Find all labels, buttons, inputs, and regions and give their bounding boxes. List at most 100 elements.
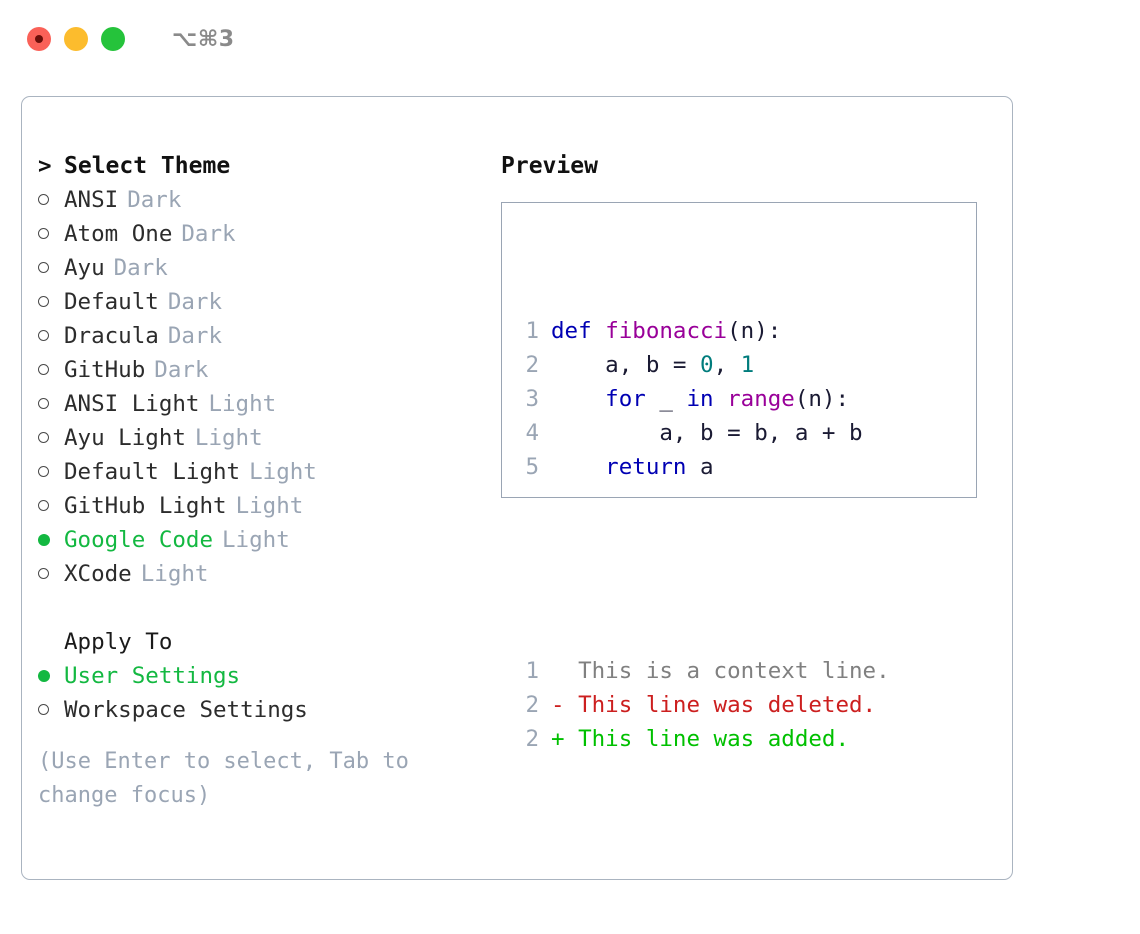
option-marker: [38, 217, 64, 251]
code-token: (n):: [727, 318, 782, 344]
code-token: This is a context line.: [551, 658, 890, 684]
option-marker: [38, 557, 64, 591]
code-token: a, b =: [551, 352, 701, 378]
selected-bullet-icon: [38, 669, 50, 682]
code-token: 0: [700, 352, 714, 378]
apply-to-header: Apply To: [38, 625, 488, 659]
code-token: - This line was deleted.: [551, 692, 877, 718]
theme-option-9[interactable]: GitHub Light Light: [38, 489, 488, 523]
keyboard-hint: (Use Enter to select, Tab to change focu…: [38, 749, 409, 808]
apply-to-option-1[interactable]: Workspace Settings: [38, 693, 488, 727]
theme-variant-tag: Light: [235, 493, 304, 519]
prompt-caret-icon: >: [38, 153, 52, 179]
code-token: (n):: [794, 386, 850, 412]
unselected-bullet-icon: [38, 364, 49, 375]
option-marker: [38, 183, 64, 217]
list-spacer: [38, 591, 488, 625]
theme-option-8[interactable]: Default Light Light: [38, 455, 488, 489]
theme-variant-tag: Light: [208, 391, 277, 417]
title-bar: ⌥⌘3: [0, 0, 1140, 78]
line-number: 2: [525, 726, 539, 752]
unselected-bullet-icon: [38, 262, 49, 273]
theme-variant-tag: Light: [140, 561, 209, 587]
code-token: + This line was added.: [551, 726, 850, 752]
theme-variant-tag: Dark: [127, 187, 182, 213]
option-label: Google Code: [64, 527, 214, 553]
close-button[interactable]: [27, 27, 51, 51]
unselected-bullet-icon: [38, 398, 49, 409]
option-marker: [38, 251, 64, 285]
theme-variant-tag: Dark: [154, 357, 209, 383]
code-line-4: 5 return a: [517, 450, 890, 484]
option-marker: [38, 455, 64, 489]
diff-line-2: 2 + This line was added.: [517, 722, 890, 756]
theme-option-1[interactable]: Atom One Dark: [38, 217, 488, 251]
theme-variant-tag: Light: [222, 527, 290, 553]
apply-to-option-0[interactable]: User Settings: [38, 659, 488, 693]
option-marker: [38, 659, 64, 693]
theme-option-5[interactable]: GitHub Dark: [38, 353, 488, 387]
theme-variant-tag: Dark: [167, 289, 223, 315]
unselected-bullet-icon: [38, 296, 49, 307]
option-marker: [38, 353, 64, 387]
option-marker: [38, 489, 64, 523]
option-marker: [38, 421, 64, 455]
option-label: ANSI Light: [64, 391, 200, 417]
option-label: Default: [64, 289, 159, 315]
code-token: ,: [713, 352, 741, 378]
maximize-button[interactable]: [101, 27, 125, 51]
select-theme-header: > Select Theme: [38, 149, 488, 183]
preview-title: Preview: [501, 153, 598, 179]
option-label: Default Light: [64, 459, 241, 485]
code-token: a: [700, 454, 714, 480]
code-line-2: 3 for _ in range(n):: [517, 382, 890, 416]
theme-option-10[interactable]: Google Code Light: [38, 523, 488, 557]
code-token: for: [551, 386, 660, 412]
select-theme-title: Select Theme: [64, 153, 231, 179]
unselected-bullet-icon: [38, 432, 49, 443]
option-label: Atom One: [64, 221, 173, 247]
window-controls: [27, 27, 125, 51]
theme-option-3[interactable]: Default Dark: [38, 285, 488, 319]
unselected-bullet-icon: [38, 704, 49, 715]
code-line-1: 2 a, b = 0, 1: [517, 348, 890, 382]
line-number: 4: [525, 420, 539, 446]
unselected-bullet-icon: [38, 500, 49, 511]
code-token: return: [551, 454, 701, 480]
diff-line-0: 1 This is a context line.: [517, 654, 890, 688]
option-label: GitHub: [64, 357, 146, 383]
code-token: range: [727, 386, 795, 412]
theme-option-6[interactable]: ANSI Light Light: [38, 387, 488, 421]
unselected-bullet-icon: [38, 330, 49, 341]
theme-variant-tag: Light: [249, 459, 317, 485]
theme-variant-tag: Dark: [181, 221, 236, 247]
unselected-bullet-icon: [38, 228, 49, 239]
line-number: 1: [525, 658, 539, 684]
code-line-3: 4 a, b = b, a + b: [517, 416, 890, 450]
code-diff-gap: [517, 552, 890, 586]
option-label: GitHub Light: [64, 493, 227, 519]
option-marker: [38, 523, 64, 557]
code-token: fibonacci: [605, 318, 728, 344]
theme-variant-tag: Dark: [113, 255, 168, 281]
line-number: 3: [525, 386, 539, 412]
minimize-button[interactable]: [64, 27, 88, 51]
line-number: 5: [525, 454, 539, 480]
option-label: Ayu Light: [64, 425, 186, 451]
unselected-bullet-icon: [38, 466, 49, 477]
option-marker: [38, 319, 64, 353]
selected-bullet-icon: [38, 533, 50, 546]
